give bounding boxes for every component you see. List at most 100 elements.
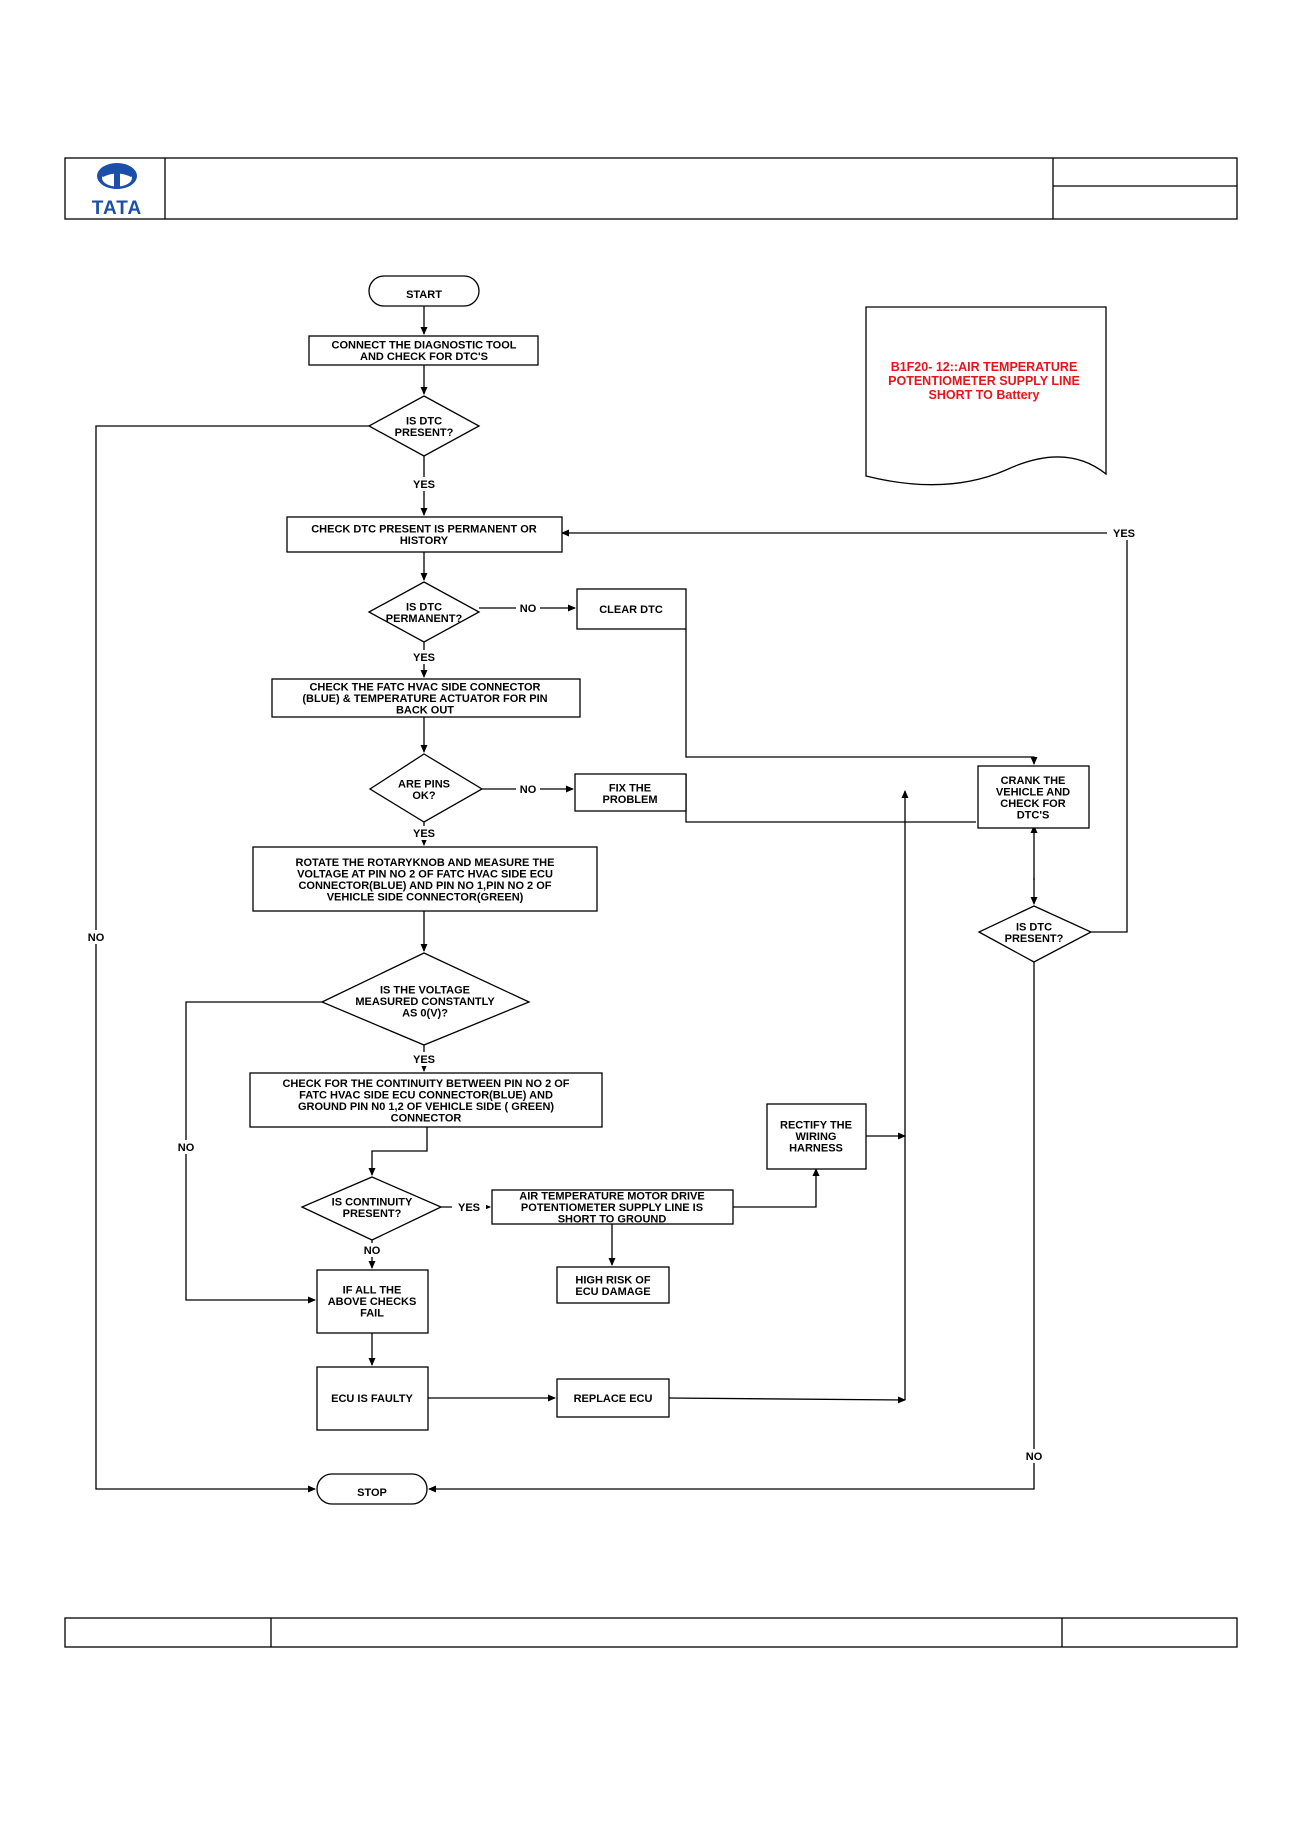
page-header: TATA <box>64 157 1238 220</box>
node-label-line: CRANK THE <box>1001 775 1066 787</box>
node-label-line: FAIL <box>360 1308 384 1320</box>
node-start: START <box>368 275 480 307</box>
edge-dtc2-yes-check <box>561 529 1128 933</box>
node-label-line: VEHICLE SIDE CONNECTOR(GREEN) <box>327 891 524 903</box>
node-label-line: IS DTC <box>406 415 442 427</box>
node-label-line: START <box>406 289 442 301</box>
node-label-line: CLEAR DTC <box>599 604 663 616</box>
label-no-left: NO <box>88 932 105 944</box>
node-label-check-connector: CHECK THE FATC HVAC SIDE CONNECTOR(BLUE)… <box>302 682 547 717</box>
edge-labels: YES NO YES NO YES NO YES YES NO YES NO N… <box>84 477 1141 1463</box>
label-yes-cont: YES <box>458 1202 480 1214</box>
node-ecu-faulty: ECU IS FAULTY <box>316 1366 429 1431</box>
page-footer <box>64 1617 1238 1648</box>
label-no-perm: NO <box>520 603 537 615</box>
node-label-start: START <box>406 289 442 301</box>
tata-logo-icon <box>97 163 137 189</box>
node-label-line: IS DTC <box>406 601 442 613</box>
node-label-line: RECTIFY THE <box>780 1120 852 1132</box>
node-replace-ecu: REPLACE ECU <box>556 1378 670 1418</box>
node-label-line: CHECK DTC PRESENT IS PERMANENT OR <box>311 523 537 535</box>
edge-short-rectify <box>733 1168 820 1208</box>
node-label-line: PRESENT? <box>1005 933 1064 945</box>
node-label-line: HARNESS <box>789 1143 843 1155</box>
node-label-replace-ecu: REPLACE ECU <box>574 1393 653 1405</box>
node-label-line: FIX THE <box>609 782 651 794</box>
label-no-cont: NO <box>364 1245 381 1257</box>
edge-fix-crank <box>685 774 976 823</box>
node-clear-dtc: CLEAR DTC <box>576 588 687 630</box>
node-label-line: BACK OUT <box>396 705 454 717</box>
node-label-line: CONNECTOR(BLUE) AND PIN NO 1,PIN NO 2 OF <box>298 880 551 892</box>
node-label-line: SHORT TO GROUND <box>558 1214 667 1226</box>
label-yes-3: YES <box>413 828 435 840</box>
node-check-connector: CHECK THE FATC HVAC SIDE CONNECTOR(BLUE)… <box>271 678 581 718</box>
label-no-voltage: NO <box>178 1142 195 1154</box>
node-label-line: ROTATE THE ROTARYKNOB AND MEASURE THE <box>296 857 555 869</box>
edge-dtc2-no-stop <box>428 962 1035 1493</box>
node-label-ecu-faulty: ECU IS FAULTY <box>331 1393 413 1405</box>
node-label-line: WIRING <box>796 1131 837 1143</box>
node-continuity-check: CHECK FOR THE CONTINUITY BETWEEN PIN NO … <box>249 1072 603 1128</box>
node-label-line: GROUND PIN N0 1,2 OF VEHICLE SIDE ( GREE… <box>298 1101 554 1113</box>
node-label-line: OK? <box>412 790 436 802</box>
node-label-line: REPLACE ECU <box>574 1393 653 1405</box>
node-label-line: IS CONTINUITY <box>332 1196 413 1208</box>
node-label-clear-dtc: CLEAR DTC <box>599 604 663 616</box>
edge-voltage-no-allfail <box>185 1001 322 1304</box>
node-label-line: CONNECTOR <box>391 1112 462 1124</box>
edge-clear-crank <box>685 629 1038 765</box>
edge-dtc-no-stop <box>95 425 369 1493</box>
label-yes-4: YES <box>413 1054 435 1066</box>
dtc-note-line-3: SHORT TO Battery <box>929 388 1040 402</box>
node-label-stop: STOP <box>357 1487 387 1499</box>
node-label-line: CONNECT THE DIAGNOSTIC TOOL <box>332 339 517 351</box>
node-label-line: PRESENT? <box>343 1208 402 1220</box>
node-label-line: PROBLEM <box>603 794 658 806</box>
edge-continuity-question <box>368 1127 428 1176</box>
dtc-note-line-1: B1F20- 12::AIR TEMPERATURE <box>891 360 1078 374</box>
node-label-line: HISTORY <box>400 535 449 547</box>
node-label-line: AND CHECK FOR DTC'S <box>360 351 488 363</box>
node-label-line: FATC HVAC SIDE ECU CONNECTOR(BLUE) AND <box>299 1089 553 1101</box>
node-label-line: PRESENT? <box>395 427 454 439</box>
node-label-line: ARE PINS <box>398 778 450 790</box>
label-yes-1: YES <box>413 479 435 491</box>
node-label-line: IS THE VOLTAGE <box>380 985 470 997</box>
node-label-continuity-check: CHECK FOR THE CONTINUITY BETWEEN PIN NO … <box>282 1078 569 1125</box>
node-label-line: IS DTC <box>1016 921 1052 933</box>
node-label-line: AS 0(V)? <box>402 1008 448 1020</box>
node-label-line: POTENTIOMETER SUPPLY LINE IS <box>521 1202 703 1214</box>
node-label-line: IF ALL THE <box>343 1285 402 1297</box>
edge-replace-collector <box>668 1396 906 1404</box>
node-label-line: ECU DAMAGE <box>575 1286 650 1298</box>
node-label-line: CHECK THE FATC HVAC SIDE CONNECTOR <box>309 682 540 694</box>
node-label-line: ECU IS FAULTY <box>331 1393 413 1405</box>
node-label-line: VOLTAGE AT PIN NO 2 OF FATC HVAC SIDE EC… <box>297 868 553 880</box>
label-yes-2: YES <box>413 652 435 664</box>
